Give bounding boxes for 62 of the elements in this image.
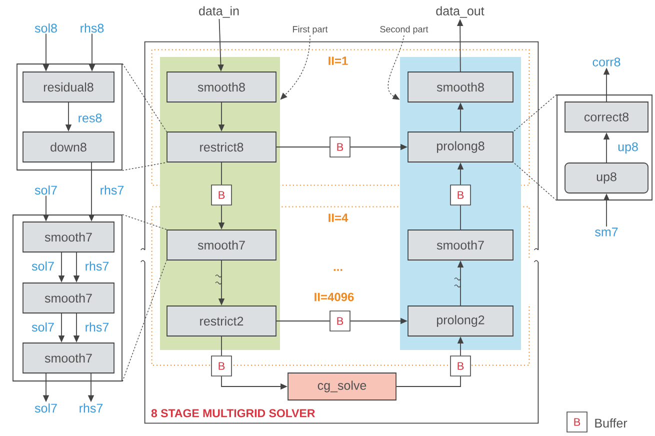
process-box: correct8 bbox=[564, 102, 648, 132]
solver-title: 8 STAGE MULTIGRID SOLVER bbox=[151, 409, 315, 418]
process-box: down8 bbox=[22, 132, 114, 162]
zoom-line bbox=[122, 63, 167, 132]
signal-label: rhs8 bbox=[80, 23, 104, 33]
zoom-line bbox=[122, 162, 167, 171]
zoom-line bbox=[122, 260, 167, 382]
buffer-box: B bbox=[211, 356, 232, 376]
process-box: restrict2 bbox=[166, 306, 276, 336]
annotation: First part bbox=[293, 26, 328, 34]
solver-box: cg_solve bbox=[288, 372, 396, 400]
edge-label: sol7 bbox=[32, 261, 54, 271]
signal-label: sol8 bbox=[34, 23, 57, 33]
process-box: prolong8 bbox=[408, 132, 514, 162]
signal-label: sm7 bbox=[595, 228, 618, 236]
process-box: prolong2 bbox=[408, 306, 514, 336]
port-label: data_in bbox=[199, 6, 239, 18]
edge-label: rhs7 bbox=[100, 185, 124, 195]
connector bbox=[221, 336, 222, 356]
process-box: smooth7 bbox=[408, 230, 514, 260]
process-box: smooth7 bbox=[22, 342, 114, 374]
process-box: restrict8 bbox=[166, 132, 276, 162]
pointer-arrow bbox=[280, 35, 310, 100]
process-box: smooth7 bbox=[166, 230, 276, 260]
connector bbox=[396, 376, 461, 387]
process-box: smooth7 bbox=[22, 222, 114, 252]
ellipsis: ... bbox=[334, 269, 342, 271]
process-box: smooth8 bbox=[166, 72, 276, 102]
buffer-box: B bbox=[211, 184, 232, 206]
connector bbox=[221, 162, 222, 186]
signal-label: corr8 bbox=[592, 58, 620, 66]
signal-label: sol7 bbox=[34, 185, 57, 195]
buffer-box: B bbox=[330, 310, 350, 332]
signal-label: sol7 bbox=[34, 403, 57, 413]
buffer-box: B bbox=[450, 356, 471, 376]
buffer-box: B bbox=[450, 184, 471, 206]
edge-label: rhs7 bbox=[86, 261, 109, 271]
port-label: data_out bbox=[436, 6, 484, 18]
interval-label: II=1 bbox=[328, 56, 348, 65]
edge-label: res8 bbox=[78, 114, 102, 122]
process-box: residual8 bbox=[22, 72, 114, 102]
edge-label: sol7 bbox=[32, 322, 54, 332]
connector bbox=[276, 146, 330, 148]
edge-label: up8 bbox=[618, 142, 638, 154]
process-box: up8 bbox=[564, 162, 648, 194]
zoom-line bbox=[513, 162, 557, 201]
legend-label: Buffer bbox=[595, 418, 628, 428]
annotation: Second part bbox=[380, 26, 428, 34]
connector bbox=[460, 204, 461, 230]
interval-label: II=4 bbox=[328, 214, 348, 222]
edge-label: rhs7 bbox=[86, 322, 109, 332]
zoom-box bbox=[12, 214, 122, 382]
process-box: smooth7 bbox=[22, 282, 114, 314]
process-box: smooth8 bbox=[408, 72, 514, 102]
zoom-box bbox=[556, 94, 652, 200]
connector bbox=[276, 320, 330, 322]
zoom-line bbox=[122, 214, 167, 230]
buffer-box: B bbox=[330, 136, 350, 158]
zoom-line bbox=[513, 94, 557, 132]
zoom-box bbox=[16, 64, 122, 170]
pointer-arrow bbox=[388, 35, 404, 100]
signal-label: rhs7 bbox=[80, 403, 103, 413]
